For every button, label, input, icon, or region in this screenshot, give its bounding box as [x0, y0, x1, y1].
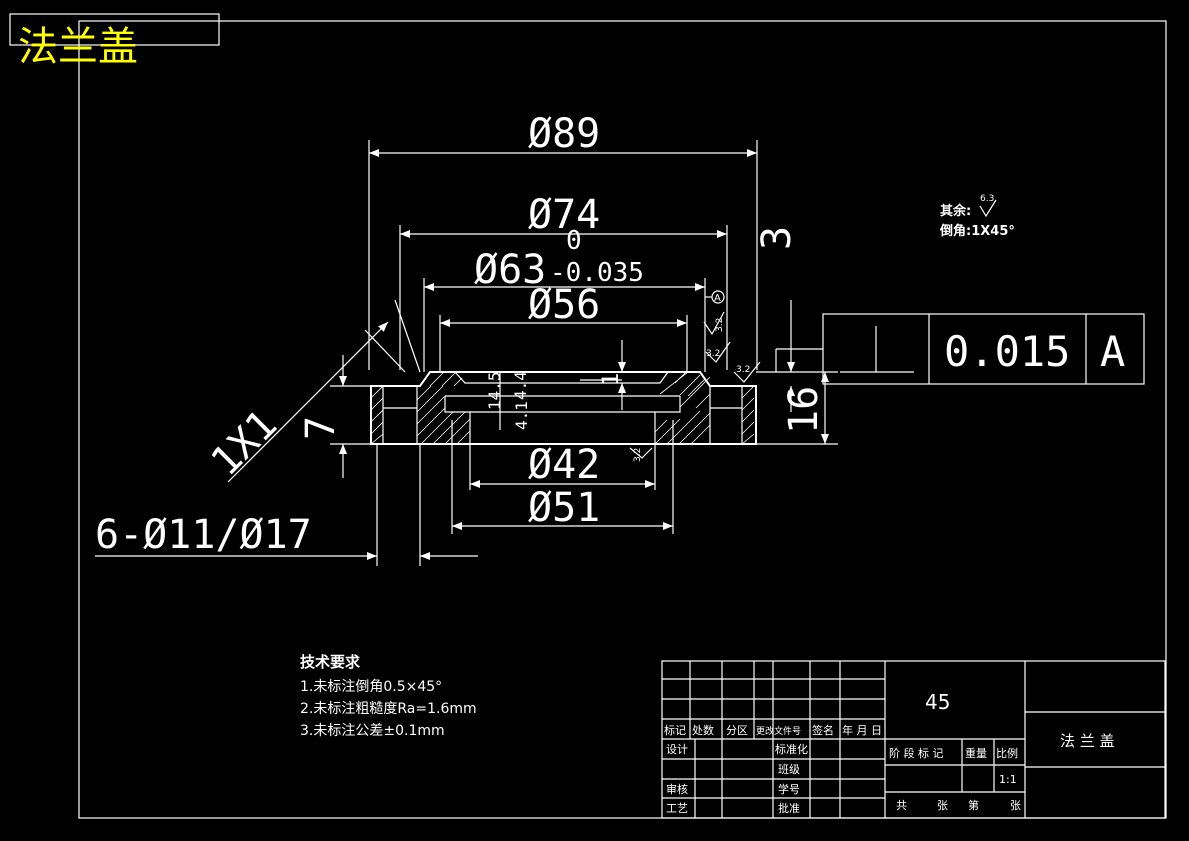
row-review: 审核: [666, 782, 688, 796]
scale-header: 比例: [996, 746, 1018, 760]
rev-header-mark: 标记: [664, 723, 686, 737]
datum-marker: A: [705, 290, 725, 304]
dim-d74-label: Ø74: [528, 192, 600, 238]
dim-d51: Ø51: [451, 420, 674, 534]
row-process: 工艺: [666, 802, 688, 815]
tolerance-datum: A: [1100, 327, 1125, 376]
sheet-no: 第: [968, 798, 979, 812]
dim-h3-label: 3: [754, 226, 800, 250]
dim-d51-label: Ø51: [528, 485, 600, 531]
datum-label: A: [714, 293, 721, 304]
drawing-title: 法兰盖: [18, 24, 138, 70]
weight-header: 重量: [965, 746, 987, 760]
sheet-unit-1: 张: [937, 799, 948, 812]
row-approve: 批准: [778, 801, 800, 815]
roughness-d: 3.2: [633, 448, 643, 462]
dim-small: 1 14.5 4.4 4.1: [485, 340, 626, 430]
roughness-a: 3.2: [715, 318, 725, 332]
dim-h16-label: 16: [781, 386, 827, 434]
row-student-id: 学号: [778, 782, 800, 796]
dim-holes-label: 6-Ø11/Ø17: [95, 512, 312, 558]
rev-header-zone: 分区: [726, 724, 748, 737]
notes-right: 其余: 6.3 倒角:1X45°: [939, 194, 1015, 239]
dim-d63-upper: 0: [566, 226, 582, 256]
tolerance-value: 0.015: [944, 327, 1070, 376]
dim-h1-label: 1: [599, 373, 624, 386]
dim-d42: Ø42: [469, 442, 656, 490]
rev-header-date: 年 月 日: [842, 723, 882, 737]
scale-value: 1:1: [999, 773, 1017, 786]
drawing-frame: [78, 20, 1167, 819]
chamfer-note: 倒角:1X45°: [939, 223, 1015, 239]
dim-h7-label: 7: [298, 416, 344, 440]
tech-item-2: 2.未标注粗糙度Ra=1.6mm: [300, 701, 477, 717]
tech-item-3: 3.未标注公差±0.1mm: [300, 723, 445, 739]
dim-d63-lower: -0.035: [550, 258, 644, 288]
dim-d63: Ø63 0 -0.035: [423, 226, 706, 372]
stage-header: 阶 段 标 记: [889, 746, 944, 760]
dim-holes: 6-Ø11/Ø17: [95, 444, 478, 566]
rev-header-count: 处数: [692, 724, 714, 737]
part-section: [370, 371, 757, 445]
dim-d63-label: Ø63: [474, 247, 546, 293]
tolerance-frame: 0.015 A: [775, 313, 1145, 385]
roughness-c: 3.2: [736, 365, 750, 375]
dim-d56-label: Ø56: [528, 282, 600, 328]
dim-d89-label: Ø89: [528, 111, 600, 157]
sheet-total: 共: [896, 799, 907, 812]
tech-item-1: 1.未标注倒角0.5×45°: [300, 679, 442, 695]
rev-header-sign: 签名: [812, 723, 834, 737]
dim-h14-label: 14.5: [485, 371, 504, 410]
rest-roughness-value: 6.3: [980, 194, 994, 204]
row-class: 班级: [778, 763, 800, 776]
title-block: 45 法 兰 盖 标记 处数 分区 更改文件号 签名 年 月 日 设计 标准化 …: [661, 660, 1166, 819]
dim-chamfer-label: 1X1: [203, 401, 287, 485]
roughness-symbols: 3.2 3.2 3.2 3.2: [629, 311, 761, 462]
row-standard: 标准化: [775, 742, 808, 756]
rest-roughness-label: 其余:: [940, 203, 971, 219]
dim-h16: 16: [756, 371, 838, 445]
sheet-unit-2: 张: [1010, 799, 1021, 812]
dim-d89: Ø89: [368, 111, 758, 370]
material: 45: [925, 690, 950, 714]
dim-d56: Ø56: [439, 282, 688, 372]
roughness-b: 3.2: [706, 349, 720, 359]
tech-requirements: 技术要求 1.未标注倒角0.5×45° 2.未标注粗糙度Ra=1.6mm 3.未…: [300, 653, 477, 739]
row-design: 设计: [666, 743, 688, 756]
tech-heading: 技术要求: [300, 653, 361, 671]
dim-d42-label: Ø42: [528, 442, 600, 488]
dim-h3: 3: [754, 226, 800, 412]
dim-h4-label: 4.4: [511, 371, 530, 400]
title-label-box: [9, 13, 220, 46]
dim-h41-label: 4.1: [512, 401, 531, 430]
dim-chamfer: 1X1: [203, 299, 421, 485]
part-name: 法 兰 盖: [1060, 732, 1115, 750]
rev-header-docno: 更改文件号: [756, 725, 801, 737]
dim-h7: 7: [298, 355, 371, 478]
